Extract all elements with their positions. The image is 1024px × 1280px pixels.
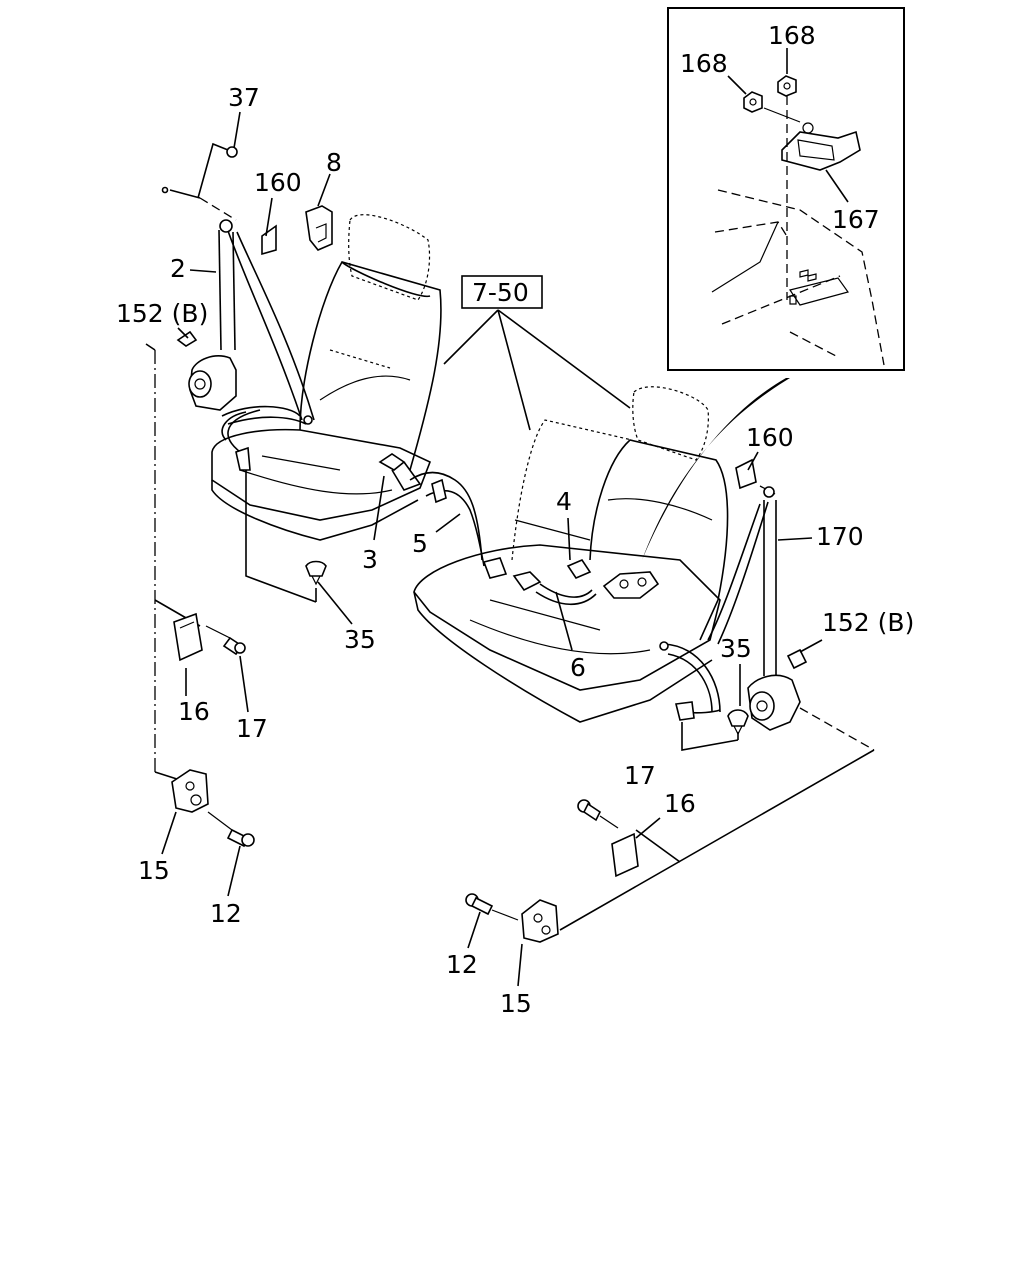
callout-3: 3 [362, 545, 378, 574]
anchor-bracket-167 [781, 122, 861, 171]
callout-17-left: 17 [236, 714, 268, 743]
callout-170: 170 [816, 522, 864, 551]
right-seat [413, 386, 729, 723]
inset-frame [667, 7, 905, 371]
callout-2: 2 [170, 254, 186, 283]
callout-12-left: 12 [210, 899, 242, 928]
right-lower-fasteners [465, 707, 875, 943]
callout-15-right: 15 [500, 989, 532, 1018]
callout-152b-right: 152 (B) [822, 608, 914, 637]
nut-168-top [777, 75, 797, 97]
callout-7-50: 7-50 [472, 278, 529, 307]
callout-15-left: 15 [138, 856, 170, 885]
callout-168-left: 168 [680, 49, 728, 78]
callout-6: 6 [570, 653, 586, 682]
left-lower-fasteners [145, 343, 255, 848]
callout-5: 5 [412, 529, 428, 558]
callout-16-left: 16 [178, 697, 210, 726]
callout-152b-left: 152 (B) [116, 299, 208, 328]
callout-160-left: 160 [254, 168, 302, 197]
leader-lines [161, 111, 823, 987]
nut-168-left [743, 91, 763, 113]
callout-box-7-50 [461, 275, 543, 309]
left-seat [211, 214, 442, 541]
callout-37: 37 [228, 83, 260, 112]
left-belt-assembly [161, 142, 508, 603]
inset-detail [667, 7, 905, 371]
callout-168-top: 168 [768, 21, 816, 50]
seat-reference-leaders [443, 275, 631, 431]
callout-17-right: 17 [624, 761, 656, 790]
callout-16-right: 16 [664, 789, 696, 818]
right-belt-assembly [512, 458, 808, 751]
callout-160-right: 160 [746, 423, 794, 452]
callout-35-right: 35 [720, 634, 752, 663]
callout-35-left: 35 [344, 625, 376, 654]
detail-reference-arrow [642, 378, 790, 560]
callout-8: 8 [326, 148, 342, 177]
callout-4: 4 [556, 487, 572, 516]
callout-labels: 37 160 8 2 152 (B) 7-50 3 5 35 16 17 15 … [116, 21, 914, 1018]
callout-167: 167 [832, 205, 880, 234]
callout-12-right: 12 [446, 950, 478, 979]
